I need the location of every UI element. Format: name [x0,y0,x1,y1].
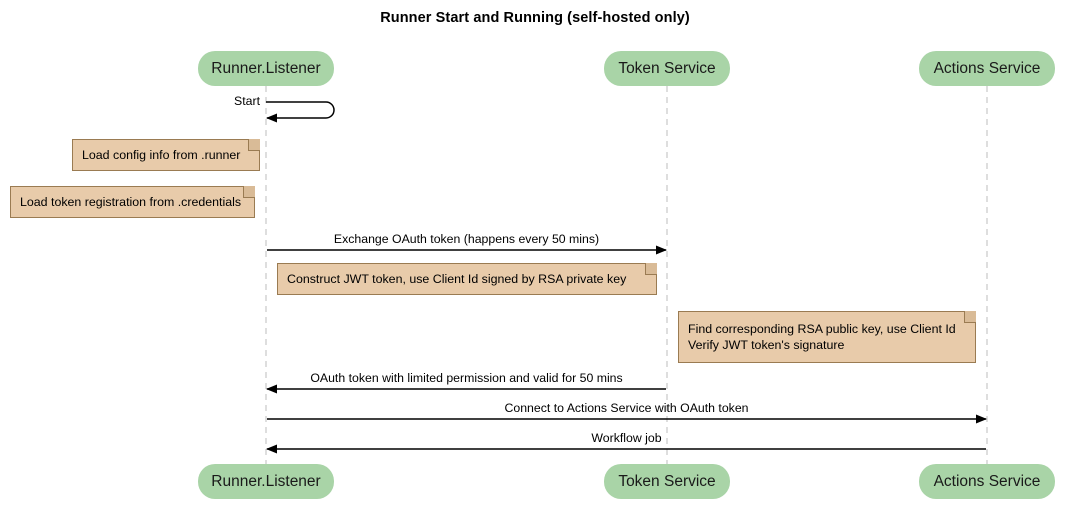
lifelines-group [265,86,988,464]
participant-runner-bottom[interactable]: Runner.Listener [198,464,334,499]
note-fold-corner-icon [964,311,976,323]
note-fold-corner-icon [645,263,657,275]
note-text-line: Verify JWT token's signature [688,338,845,352]
note-fold-corner-icon [243,186,255,198]
note-text-line: Construct JWT token, use Client Id signe… [287,272,627,286]
note-load-token: Load token registration from .credential… [10,186,255,218]
participant-token-top[interactable]: Token Service [604,51,730,86]
note-fold-corner-icon [248,139,260,151]
message-label-exchange-oauth: Exchange OAuth token (happens every 50 m… [333,232,600,246]
message-arrow-start [266,101,335,123]
participant-label: Actions Service [933,472,1041,490]
participant-label: Runner.Listener [211,59,321,77]
note-verify-jwt: Find corresponding RSA public key, use C… [678,311,976,363]
arrows-group [266,101,987,454]
participant-token-bottom[interactable]: Token Service [604,464,730,499]
note-text-line: Find corresponding RSA public key, use C… [688,322,956,336]
note-construct-jwt: Construct JWT token, use Client Id signe… [277,263,657,295]
message-label-oauth-token-return: OAuth token with limited permission and … [310,371,623,385]
diagram-title: Runner Start and Running (self-hosted on… [380,10,690,26]
participant-label: Runner.Listener [211,472,321,490]
message-label-start: Start [234,94,260,108]
note-text-line: Load config info from .runner [82,148,241,162]
participant-label: Actions Service [933,59,1041,77]
message-label-workflow-job: Workflow job [591,431,662,445]
participant-actions-top[interactable]: Actions Service [919,51,1055,86]
participant-label: Token Service [618,59,716,77]
participant-actions-bottom[interactable]: Actions Service [919,464,1055,499]
participant-runner-top[interactable]: Runner.Listener [198,51,334,86]
participant-label: Token Service [618,472,716,490]
message-label-connect-actions: Connect to Actions Service with OAuth to… [504,401,749,415]
note-text-line: Load token registration from .credential… [20,195,242,209]
note-load-config: Load config info from .runner [72,139,260,171]
